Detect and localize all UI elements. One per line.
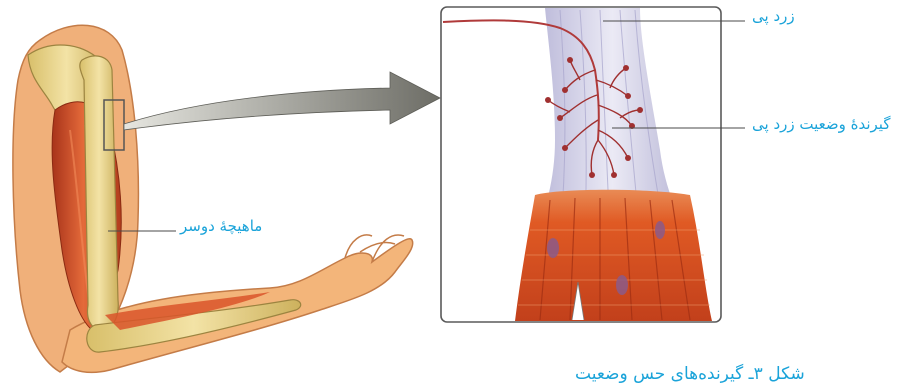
arm-illustration [13,25,413,372]
label-biceps-muscle: ماهیچهٔ دوسر [180,217,262,235]
muscle-nucleus [616,275,628,295]
zoom-arrow [124,72,440,130]
label-tendon: زرد پی [752,7,795,25]
muscle-nucleus [547,238,559,258]
figure-caption: شکل ۳ـ گیرنده‌های حس وضعیت [575,364,805,384]
label-tendon-receptor: گیرندهٔ وضعیت زرد پی [752,115,890,133]
muscle-nucleus [655,221,665,239]
magnified-tendon-view [441,7,721,322]
